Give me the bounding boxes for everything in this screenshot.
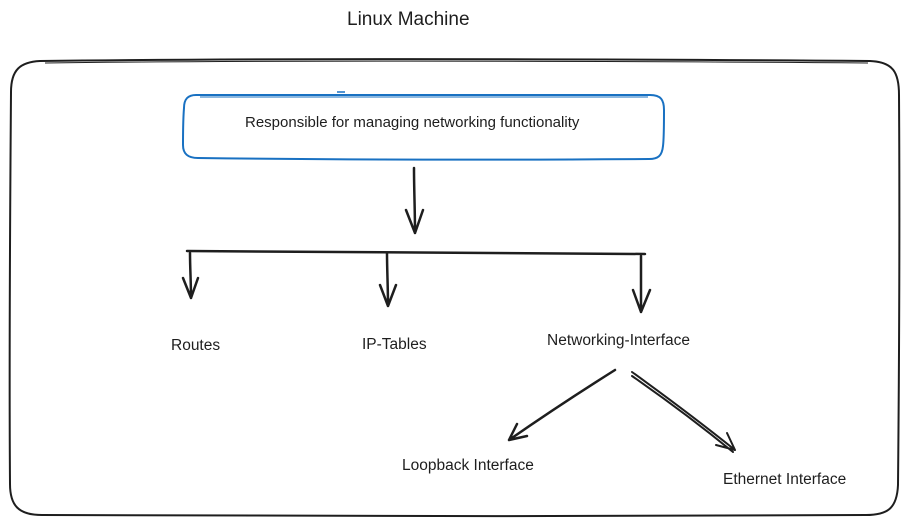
ethernet-arrow [631, 371, 736, 453]
iptables-arrow [378, 251, 398, 308]
machine-container [8, 58, 901, 518]
node-loopback-interface: Loopback Interface [402, 457, 534, 474]
responsibility-box [182, 93, 665, 161]
machine-container-sketch-line [44, 60, 869, 64]
networking-interface-arrow [631, 254, 652, 314]
node-networking-interface: Networking-Interface [547, 332, 691, 349]
diagram-title: Linux Machine [347, 9, 470, 30]
routes-arrow [181, 251, 200, 300]
loopback-arrow [507, 368, 617, 442]
responsibility-text: Responsible for managing networking func… [245, 114, 580, 131]
node-iptables: IP-Tables [362, 336, 427, 353]
node-routes: Routes [171, 337, 221, 354]
bus-line [185, 249, 647, 256]
node-ethernet-interface: Ethernet Interface [723, 471, 847, 488]
box-to-bus-arrow [404, 166, 425, 235]
responsibility-box-sketch-line [199, 95, 649, 98]
